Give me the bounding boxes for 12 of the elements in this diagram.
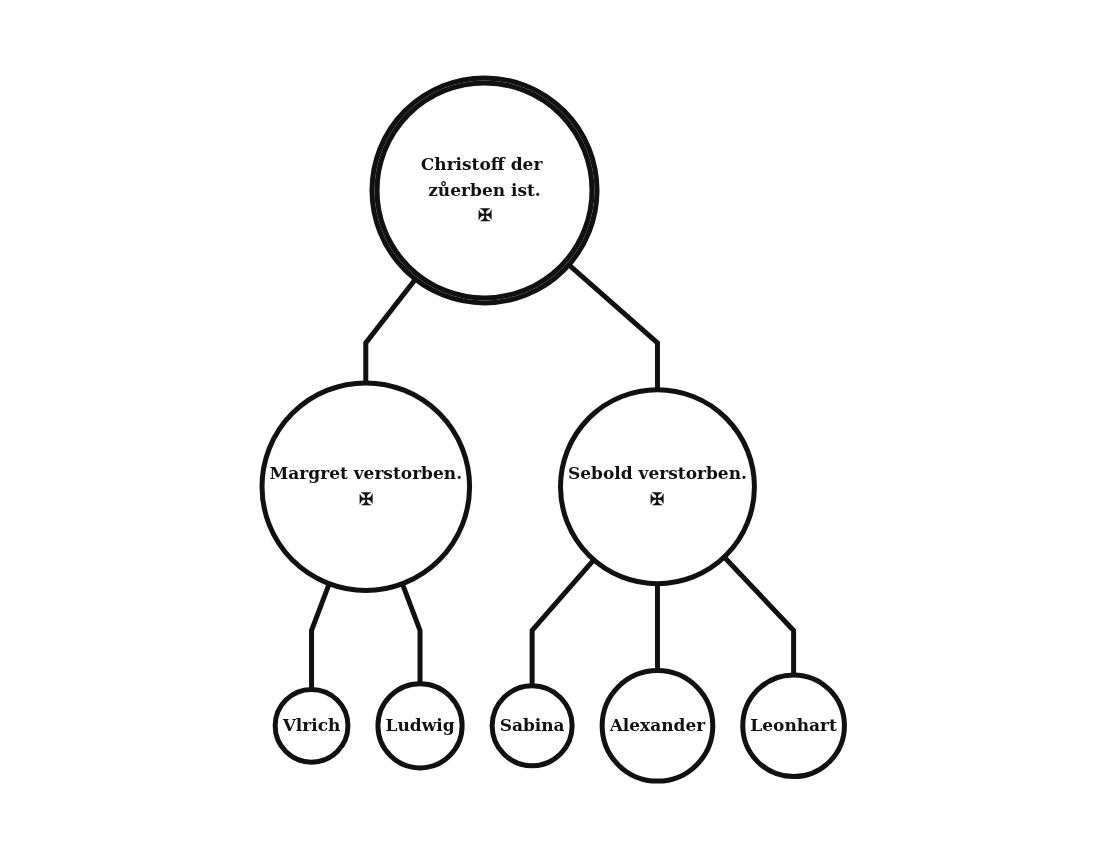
node-circle: Vlrich (272, 686, 351, 765)
connector (529, 558, 596, 686)
connector (567, 262, 660, 390)
node-circle: Sabina (489, 683, 575, 769)
node-circle: Ludwig (375, 681, 465, 771)
node-circle: Margret verstorben. ✠ (259, 380, 472, 593)
node-circle: Christoff der zůerben ist. ✠ (369, 75, 600, 306)
node-circle: Alexander (599, 667, 716, 784)
node-circle: Sebold verstorben. ✠ (557, 387, 757, 587)
node-circle: Leonhart (740, 672, 847, 780)
connector (363, 277, 418, 383)
connector (722, 555, 796, 675)
